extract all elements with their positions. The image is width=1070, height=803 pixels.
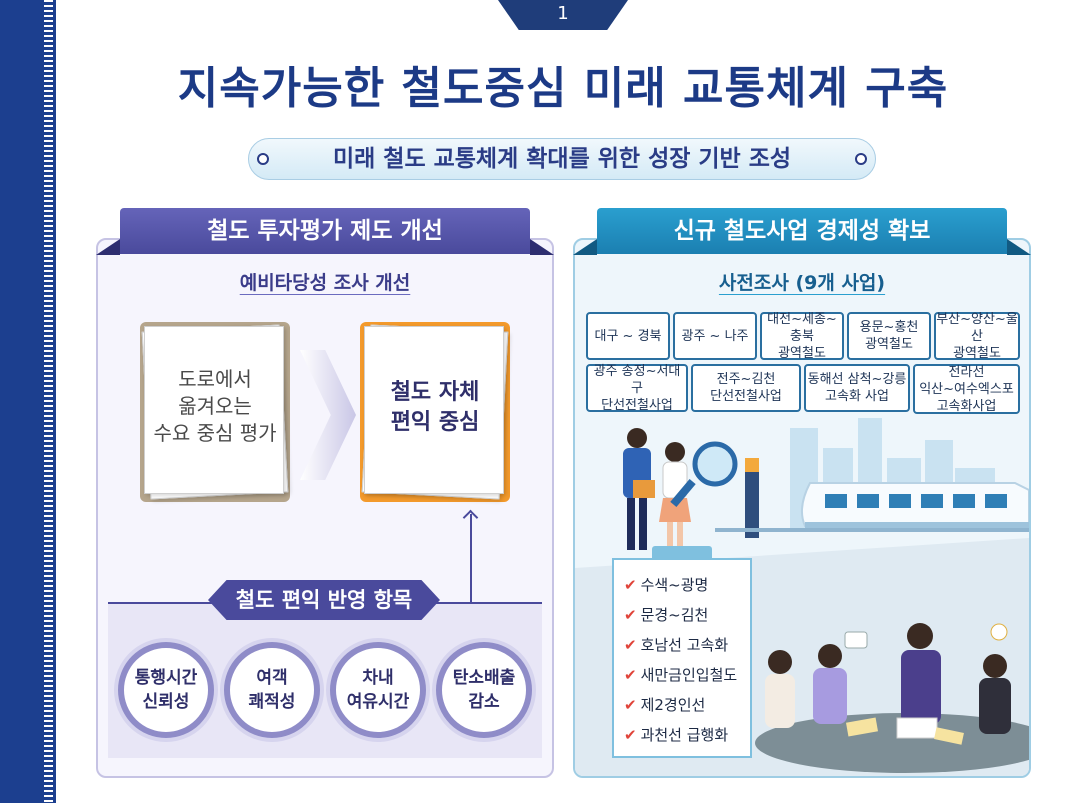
meeting-people-icon <box>755 623 1029 773</box>
subtitle-text: 미래 철도 교통체계 확대를 위한 성장 기반 조성 <box>332 146 792 172</box>
benefit-line: 감소 <box>468 692 500 712</box>
benefit-line: 탄소배출 <box>452 668 516 688</box>
project-line: 광주 송정~서대구 <box>593 363 681 396</box>
checkmark-icon: ✔ <box>624 576 637 594</box>
checklist-text: 제2경인선 <box>640 696 706 714</box>
project-line: 광역철도 <box>778 345 826 361</box>
project-line: 전라선 <box>948 364 985 380</box>
checklist-item: ✔문경~김천 <box>624 604 708 625</box>
page-title: 지속가능한 철도중심 미래 교통체계 구축 <box>177 63 949 114</box>
checklist-item: ✔새만금인입철도 <box>624 664 737 685</box>
benefit-line: 여유시간 <box>346 692 410 712</box>
document-after-text: 철도 자체 편익 중심 <box>360 378 510 438</box>
project-line: 용문~홍천 <box>859 320 919 335</box>
checklist-text: 수색~광명 <box>640 576 709 594</box>
subtitle-banner: 미래 철도 교통체계 확대를 위한 성장 기반 조성 <box>248 138 876 180</box>
checkmark-icon: ✔ <box>624 606 637 624</box>
project-line: 대구 ~ 경북 <box>594 328 662 344</box>
project-line: 고속화 사업 <box>825 389 889 404</box>
benefit-line: 여객 <box>256 668 288 688</box>
doc-line: 편익 중심 <box>390 410 480 435</box>
people-with-magnifier-icon <box>623 428 738 552</box>
doc-line: 도로에서 <box>178 367 252 391</box>
binder-rings <box>44 0 53 803</box>
doc-line: 수요 중심 평가 <box>153 421 277 445</box>
left-panel-header: 철도 투자평가 제도 개선 <box>120 208 530 254</box>
project-line: 광역철도 <box>865 337 913 352</box>
project-box: 대구 ~ 경북 <box>586 312 670 360</box>
checklist-item: ✔호남선 고속화 <box>624 634 728 655</box>
left-section-title: 예비타당성 조사 개선 <box>239 272 411 294</box>
paper-sheet-icon <box>364 326 504 494</box>
project-line: 전주~김천 <box>716 372 776 387</box>
document-after: 철도 자체 편익 중심 <box>360 322 510 502</box>
checkmark-icon: ✔ <box>624 666 637 684</box>
checklist-item: ✔수색~광명 <box>624 574 708 595</box>
right-section-title: 사전조사 (9개 사업) <box>718 272 886 294</box>
doc-line: 철도 자체 <box>390 380 480 405</box>
checklist-board: ✔수색~광명 ✔문경~김천 ✔호남선 고속화 ✔새만금인입철도 ✔제2경인선 ✔… <box>612 558 752 758</box>
project-line: 광역철도 <box>953 345 1001 361</box>
project-line: 대전~세종~충북 <box>767 311 837 344</box>
checkmark-icon: ✔ <box>624 726 637 744</box>
checklist-item: ✔제2경인선 <box>624 694 705 715</box>
benefit-line: 신뢰성 <box>142 692 190 712</box>
arrow-up-line <box>470 514 472 604</box>
doc-line: 옮겨오는 <box>178 394 252 418</box>
checklist-item: ✔과천선 급행화 <box>624 724 728 745</box>
checkmark-icon: ✔ <box>624 696 637 714</box>
page-number-tab: 1 <box>498 0 628 30</box>
pill-dot-left-icon <box>257 153 269 165</box>
project-line: 부산~양산~울산 <box>936 311 1018 344</box>
train-icon <box>800 482 1029 528</box>
project-line: 단선전철사업 <box>710 389 782 404</box>
project-line: 동해선 삼척~강릉 <box>807 372 907 387</box>
project-line: 광주 ~ 나주 <box>681 328 749 344</box>
benefit-line: 차내 <box>362 668 394 688</box>
checklist-text: 새만금인입철도 <box>640 666 738 684</box>
benefit-items-label: 철도 편익 반영 항목 <box>208 580 440 620</box>
project-line: 고속화사업 <box>936 398 997 414</box>
checkmark-icon: ✔ <box>624 636 637 654</box>
project-line: 단선전철사업 <box>601 397 673 413</box>
benefit-line: 통행시간 <box>134 668 198 688</box>
benefit-line: 쾌적성 <box>248 692 296 712</box>
project-line: 익산~여수엑스포 <box>919 381 1014 397</box>
project-box: 광주 ~ 나주 <box>673 312 757 360</box>
document-before: 도로에서 옮겨오는 수요 중심 평가 <box>140 322 290 502</box>
right-panel-header: 신규 철도사업 경제성 확보 <box>597 208 1007 254</box>
pill-dot-right-icon <box>855 153 867 165</box>
checklist-text: 문경~김천 <box>640 606 709 624</box>
checklist-text: 호남선 고속화 <box>640 636 729 654</box>
station-sign-icon <box>745 458 759 538</box>
paper-sheet-icon <box>144 326 284 494</box>
rail-track <box>715 528 1029 532</box>
document-before-text: 도로에서 옮겨오는 수요 중심 평가 <box>140 366 290 447</box>
checklist-text: 과천선 급행화 <box>640 726 729 744</box>
